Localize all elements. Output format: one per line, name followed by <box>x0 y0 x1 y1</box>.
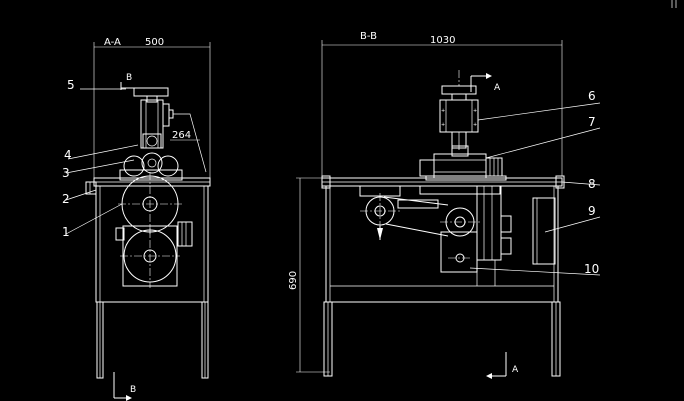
callout-2: 2 <box>62 192 70 206</box>
left-small-dimension: 264 <box>172 130 191 141</box>
left-view-marker-top: B <box>126 73 132 83</box>
callout-7: 7 <box>588 115 596 129</box>
right-width-dimension: 1030 <box>430 35 455 46</box>
callout-8: 8 <box>588 177 596 191</box>
svg-text:+: + <box>473 108 477 114</box>
callout-5: 5 <box>67 78 75 92</box>
callout-4: 4 <box>64 148 72 162</box>
left-section-label: A-A <box>104 37 121 48</box>
right-view-marker-bottom: A <box>512 365 519 375</box>
svg-text:+: + <box>473 122 477 128</box>
right-view: B-B 1030 690 <box>288 31 601 379</box>
svg-text:+: + <box>441 108 445 114</box>
callout-6: 6 <box>588 89 596 103</box>
callout-1: 1 <box>62 225 70 239</box>
right-view-marker-top: A <box>494 83 501 93</box>
callout-10: 10 <box>584 262 599 276</box>
callout-9: 9 <box>588 204 596 218</box>
callout-3: 3 <box>62 166 70 180</box>
left-width-dimension: 500 <box>145 37 164 48</box>
left-view: A-A 500 <box>62 37 211 401</box>
right-height-dimension: 690 <box>288 271 299 290</box>
left-view-marker-bottom: B <box>130 385 136 395</box>
svg-text:+: + <box>441 122 445 128</box>
right-section-label: B-B <box>360 31 377 42</box>
